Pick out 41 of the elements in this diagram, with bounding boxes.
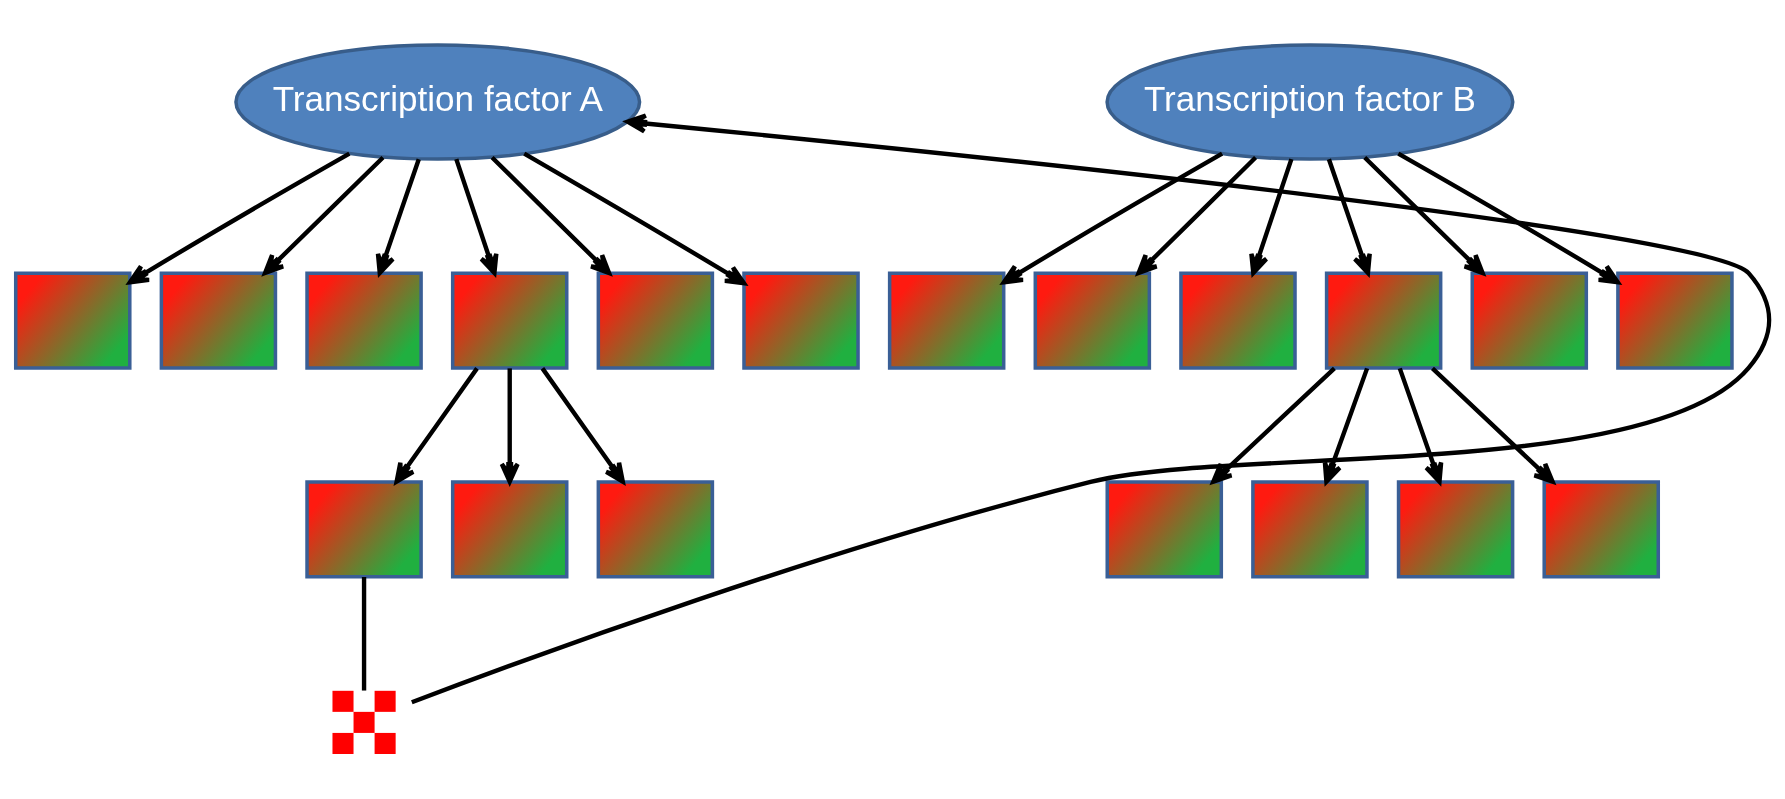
node-box — [1470, 271, 1589, 370]
arrow — [1249, 158, 1294, 276]
node-ellipse: Transcription factor B — [1105, 43, 1515, 161]
node-box — [450, 271, 569, 370]
node-box — [13, 271, 132, 370]
node-box — [1033, 271, 1152, 370]
node-box — [1179, 271, 1297, 370]
arrow — [1136, 155, 1258, 276]
arrow — [540, 367, 625, 484]
node-box — [1251, 480, 1369, 579]
node-box — [887, 271, 1006, 370]
node-box — [742, 271, 860, 370]
node-box — [1542, 480, 1661, 579]
node-box — [1396, 480, 1515, 579]
arrow — [499, 368, 520, 484]
arrow — [1326, 158, 1372, 276]
arrow — [1397, 151, 1620, 285]
arrow — [375, 158, 421, 276]
arrow — [1397, 367, 1444, 484]
arrow — [1001, 151, 1224, 285]
arrow — [127, 151, 351, 285]
node-box — [596, 480, 715, 579]
node-box — [1616, 271, 1734, 370]
arrow — [454, 158, 499, 276]
node-box — [305, 480, 423, 579]
arrow — [490, 155, 612, 276]
arrow — [1430, 366, 1555, 484]
arrow — [1322, 367, 1370, 484]
arrow — [1363, 155, 1485, 276]
node-box — [596, 271, 715, 370]
arrow — [262, 155, 385, 276]
node-box — [1324, 271, 1443, 370]
arrow — [411, 113, 1770, 705]
node-box — [450, 480, 569, 579]
node-ellipse: Transcription factor A — [234, 43, 642, 161]
node-box — [305, 271, 423, 370]
node-box — [159, 271, 278, 370]
node-box — [1105, 480, 1224, 579]
connector — [361, 577, 367, 691]
arrow — [394, 367, 479, 484]
arrow — [523, 151, 747, 286]
